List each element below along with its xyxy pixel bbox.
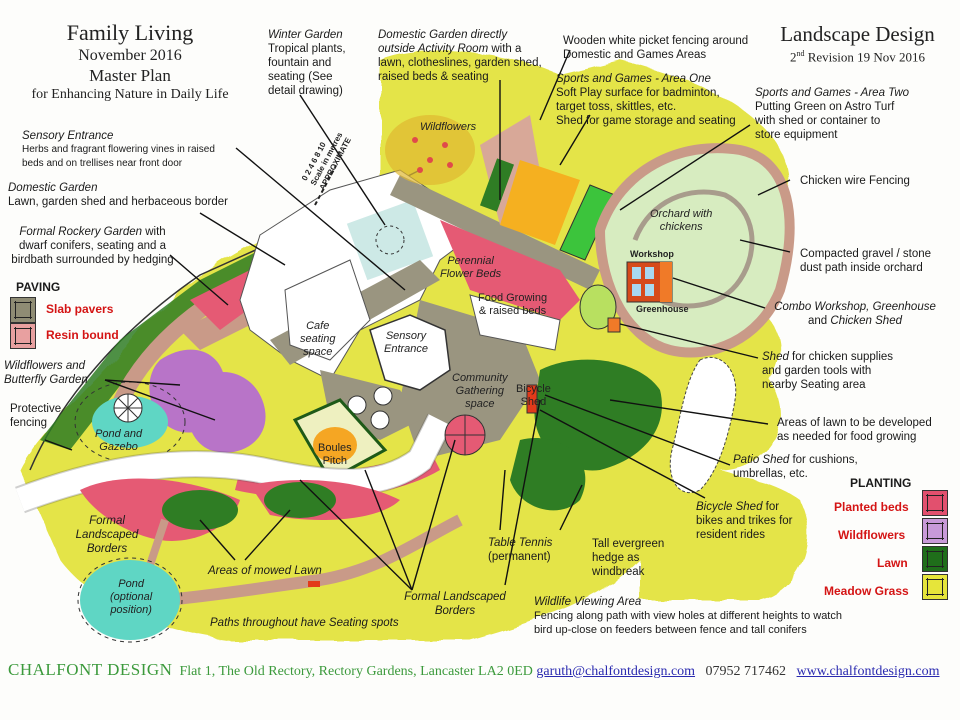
map-label-sensory-entrance: Sensory Entrance xyxy=(384,330,429,355)
mowed-lawn-1 xyxy=(162,490,238,530)
sports-area-two-putting-green xyxy=(559,184,616,261)
annotation-evergreen-hedge: Tall evergreen hedge as windbreak xyxy=(592,538,665,578)
project-date: November 2016 xyxy=(78,47,182,64)
annotation-bicycle-shed: Bicycle Shed for bikes and trikes for re… xyxy=(696,501,793,541)
annotation-domestic-garden-activity-room: Domestic Garden directly outside Activit… xyxy=(378,29,542,83)
project-subtitle: for Enhancing Nature in Daily Life xyxy=(31,87,229,102)
annotation-combo-workshop: Combo Workshop, Greenhouse and Chicken S… xyxy=(774,301,936,327)
scale-bar xyxy=(314,164,338,206)
legend-wildflowers: Wildflowers xyxy=(838,528,906,542)
annotation-gravel-path: Compacted gravel / stone dust path insid… xyxy=(800,248,932,274)
gravel-path xyxy=(632,189,755,309)
annotation-patio-shed: Patio Shed for cushions, umbrellas, etc. xyxy=(733,454,858,480)
swatch-planted-beds xyxy=(922,490,948,516)
annotation-protective-fencing: Protective fencing xyxy=(10,403,62,429)
perennial-flower-beds xyxy=(440,220,580,320)
legend-meadow-grass: Meadow Grass xyxy=(824,584,909,598)
map-label-community: Community Gathering space xyxy=(452,372,508,410)
map-label-optional-pond: Pond (optional position) xyxy=(110,578,153,616)
annotation-formal-borders-center: Formal Landscaped Borders xyxy=(404,591,506,617)
annotation-rockery-garden: Formal Rockery Garden with dwarf conifer… xyxy=(11,226,174,266)
cafe-seating-space xyxy=(284,259,371,361)
swatch-resin-bound xyxy=(10,323,36,349)
map-label-pond-gazebo: Pond and Gazebo xyxy=(95,428,143,453)
sports-area-one-soft-play xyxy=(500,160,580,245)
swatch-lawn xyxy=(922,546,948,572)
annotation-wildlife-viewing: Wildlife Viewing Area Fencing along path… xyxy=(534,596,842,636)
map-label-orchard: Orchard with chickens xyxy=(650,208,713,233)
annotation-domestic-garden: Domestic Garden Lawn, garden shed and he… xyxy=(8,182,228,208)
annotation-chicken-supplies-shed: Shed for chicken supplies and garden too… xyxy=(762,351,894,391)
footer-website-link[interactable]: www.chalfontdesign.com xyxy=(796,664,940,679)
food-growing-area xyxy=(469,294,561,351)
bicycle-shed xyxy=(526,384,538,414)
leader-lines xyxy=(44,49,791,591)
project-title: Family Living xyxy=(66,20,194,45)
mowed-lawn-2 xyxy=(264,482,336,518)
footer: CHALFONT DESIGN Flat 1, The Old Rectory,… xyxy=(8,660,940,680)
legend-slab-pavers: Slab pavers xyxy=(46,302,114,316)
map-label-wildflowers: Wildflowers xyxy=(420,121,477,133)
footer-phone: 07952 717462 xyxy=(705,664,787,679)
annotation-mowed-lawn: Areas of mowed Lawn xyxy=(208,565,322,577)
bench-icon xyxy=(308,581,320,587)
orchard xyxy=(594,143,795,358)
annotation-sports-area-one: Sports and Games - Area One Soft Play su… xyxy=(556,73,736,127)
footer-brand: CHALFONT DESIGN xyxy=(8,660,173,679)
annotation-table-tennis: Table Tennis (permanent) xyxy=(488,537,553,563)
annotation-formal-borders-left: Formal Landscaped Borders xyxy=(75,515,139,555)
annotation-sports-area-two: Sports and Games - Area Two Putting Gree… xyxy=(755,87,910,141)
revision-line: 2nd Revision 19 Nov 2016 xyxy=(789,49,926,65)
swatch-wildflowers xyxy=(922,518,948,544)
annotation-chicken-wire: Chicken wire Fencing xyxy=(800,175,910,187)
map-label-food-growing: Food Growing & raised beds xyxy=(478,292,548,317)
map-label-cafe: Cafe seating space xyxy=(300,320,336,358)
title-block-left: Family Living November 2016 Master Plan … xyxy=(0,20,260,104)
map-label-greenhouse: Greenhouse xyxy=(636,304,689,314)
domestic-lawn xyxy=(479,158,515,212)
food-growing-bed xyxy=(579,284,617,330)
annotation-paths-seating: Paths throughout have Seating spots xyxy=(210,617,399,629)
annotation-winter-garden: Winter Garden Tropical plants, fountain … xyxy=(268,29,346,97)
annotation-lawn-food-growing: Areas of lawn to be developed as needed … xyxy=(777,417,932,443)
paving-legend-heading: PAVING xyxy=(16,280,61,294)
annotation-wildflowers-butterfly: Wildflowers and Butterfly Garden xyxy=(4,360,88,386)
map-label-bicycle-shed: Bicycle Shed xyxy=(516,383,551,408)
footer-email-link[interactable]: garuth@chalfontdesign.com xyxy=(536,664,696,679)
annotation-picket-fencing: Wooden white picket fencing around Domes… xyxy=(563,35,749,61)
wildflowers-top xyxy=(385,115,475,185)
legend-resin-bound: Resin bound xyxy=(46,328,119,342)
legend-lawn: Lawn xyxy=(877,556,908,570)
hedge-band xyxy=(40,250,275,450)
sensory-entrance xyxy=(369,314,451,391)
chicken-shed xyxy=(607,317,621,333)
annotation-sensory-entrance: Sensory Entrance Herbs and fragrant flow… xyxy=(22,130,215,169)
legend-planted-beds: Planted beds xyxy=(834,500,909,514)
swatch-meadow-grass xyxy=(922,574,948,600)
optional-pond xyxy=(80,560,180,640)
patio-tables xyxy=(347,386,393,430)
map-label-boules: Boules Pitch xyxy=(318,442,352,467)
planting-legend-heading: PLANTING xyxy=(850,476,912,490)
plan-type: Master Plan xyxy=(89,66,171,85)
slab-paver-corridor xyxy=(390,175,600,290)
wildflower-garden-2 xyxy=(186,371,266,453)
map-label-perennial-beds: Perennial Flower Beds xyxy=(440,255,502,280)
design-title: Landscape Design xyxy=(780,22,935,46)
title-block-right: Landscape Design 2nd Revision 19 Nov 201… xyxy=(760,22,955,65)
map-label-workshop: Workshop xyxy=(630,249,674,259)
future-lawn-areas xyxy=(669,356,737,493)
footer-address: Flat 1, The Old Rectory, Rectory Gardens… xyxy=(179,664,533,679)
seating-path xyxy=(164,514,463,606)
swatch-slab-pavers xyxy=(10,297,36,323)
